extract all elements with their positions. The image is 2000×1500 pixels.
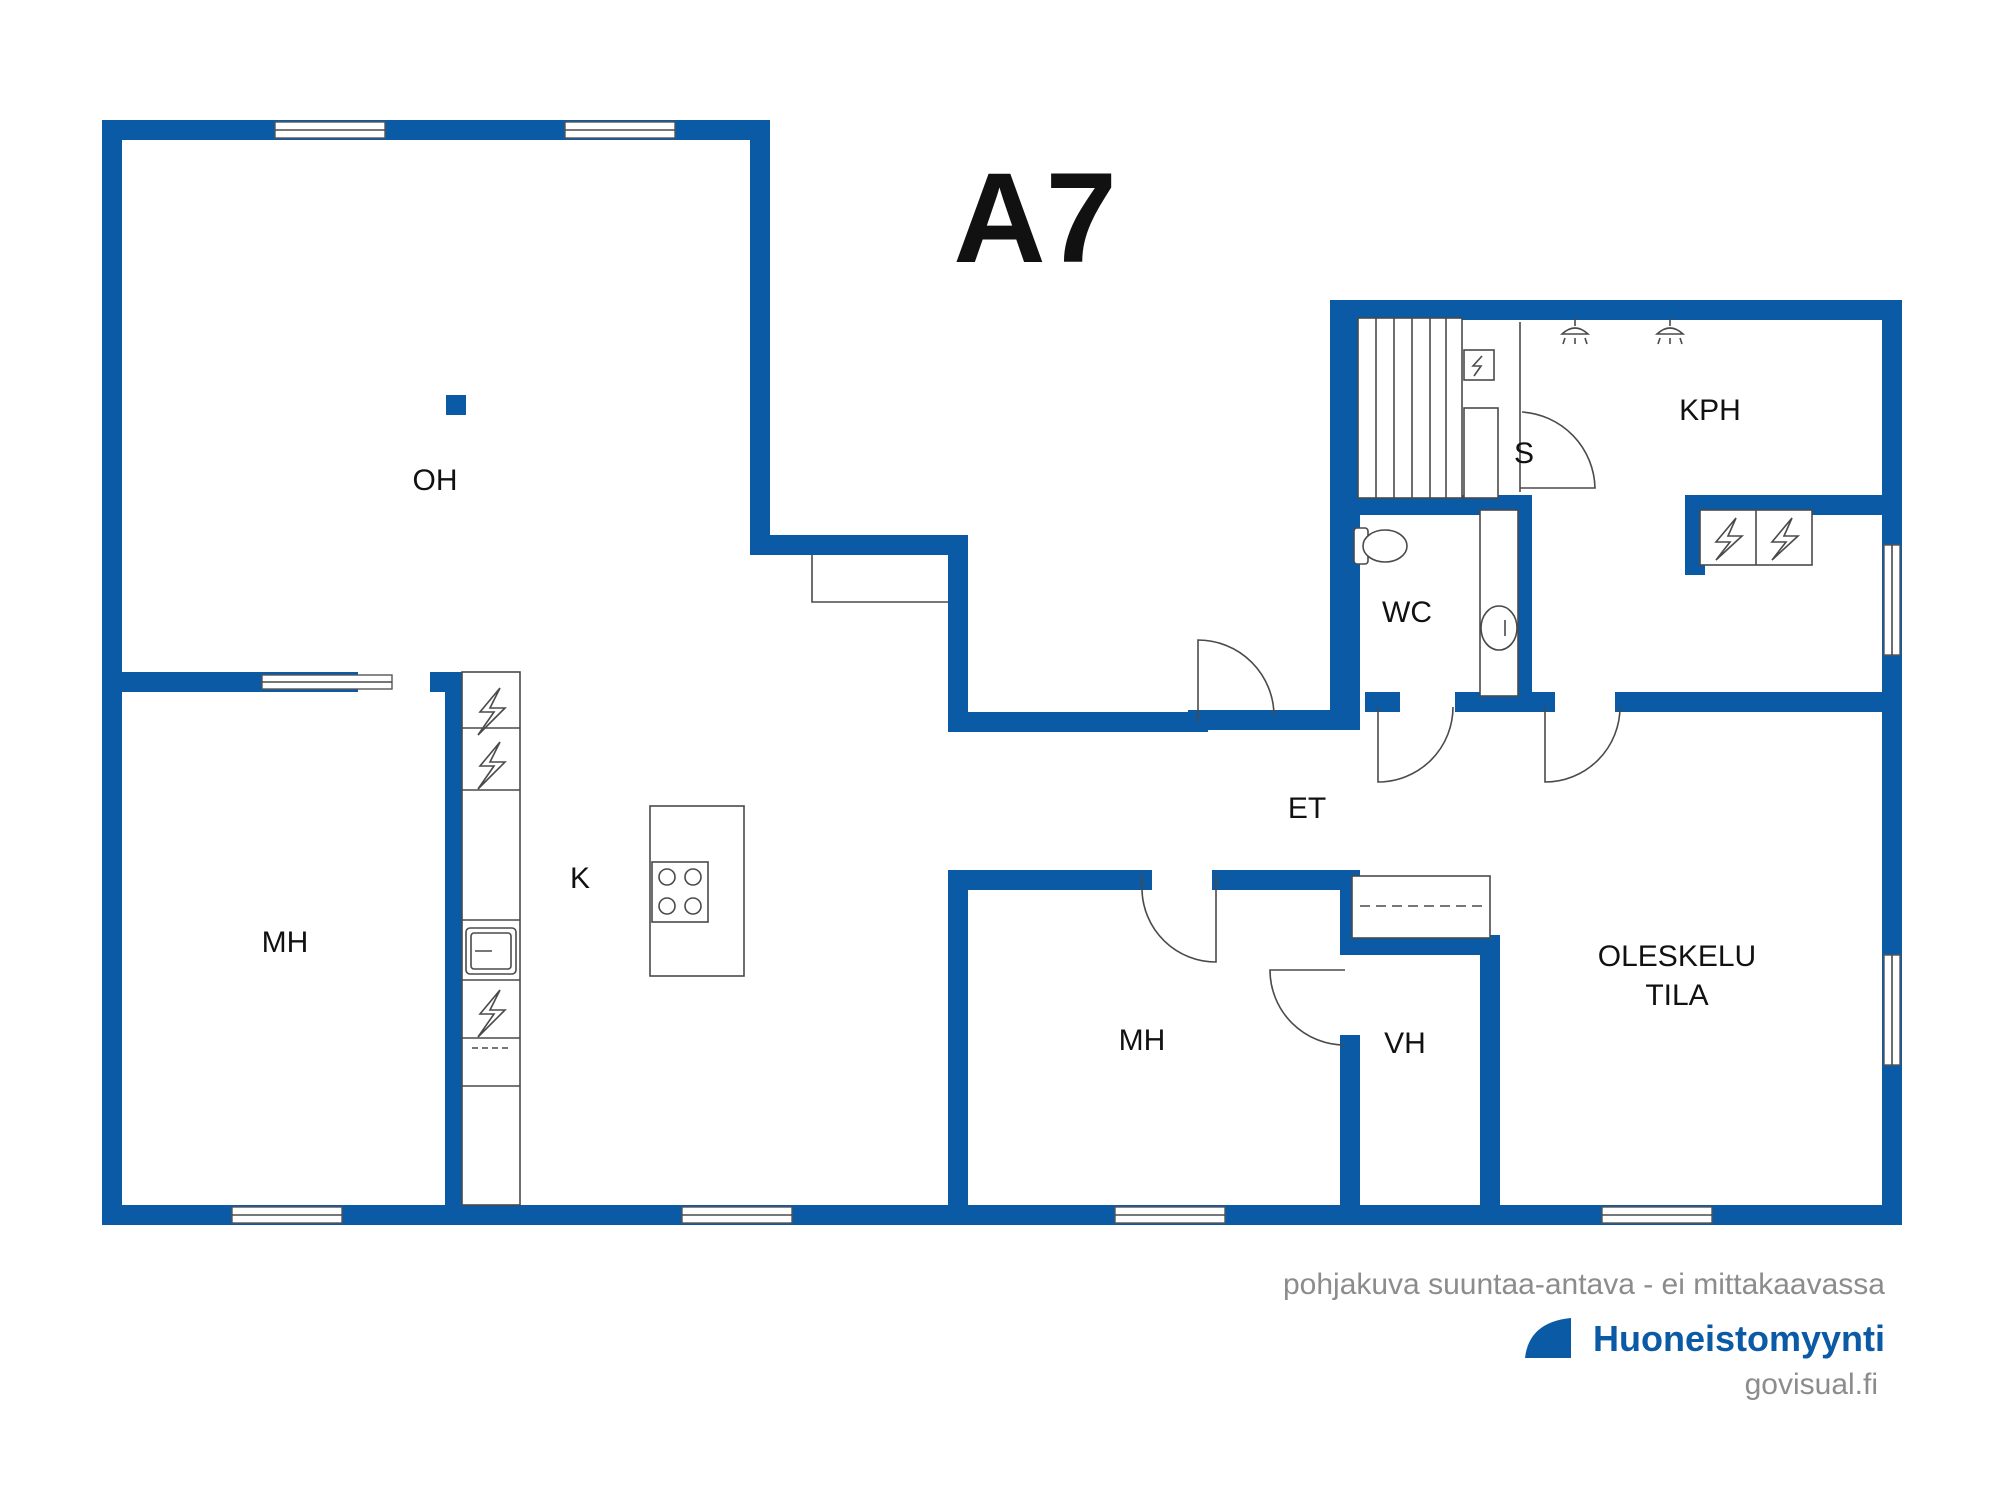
doors <box>1141 322 1621 1046</box>
disclaimer-note: pohjakuva suuntaa-antava - ei mittakaava… <box>1282 1268 1885 1301</box>
room-label-k: K <box>570 862 590 895</box>
closet <box>1351 875 1491 939</box>
stove-icon <box>651 861 709 923</box>
toilet-icon <box>1353 527 1408 565</box>
plan-title: A7 <box>953 147 1117 290</box>
room-label-wc: WC <box>1382 596 1432 629</box>
room-label-s: S <box>1514 437 1534 470</box>
door-swing-icon <box>1141 875 1217 963</box>
fixtures <box>446 317 1813 1206</box>
brand-logo-icon <box>1525 1318 1571 1358</box>
appliance-icon <box>477 741 507 790</box>
door-swing-icon <box>1377 706 1454 783</box>
room-label-oh: OH <box>413 464 458 497</box>
appliance-icon <box>477 989 507 1038</box>
sink-icon <box>1480 605 1518 651</box>
door-swing-icon <box>1269 969 1346 1046</box>
brand-name: Huoneistomyynti <box>1592 1318 1885 1359</box>
sauna-stove <box>1463 349 1495 381</box>
wc-counter <box>1479 509 1519 697</box>
room-label-kph: KPH <box>1679 394 1741 427</box>
room-label-tila: TILA <box>1645 979 1708 1012</box>
room-label-mh-mid: MH <box>1119 1024 1166 1057</box>
door-swing-icon <box>1197 639 1275 722</box>
door-swing-icon <box>1544 706 1621 783</box>
room-label-vh: VH <box>1384 1027 1426 1060</box>
door-swing-icon <box>1520 411 1596 489</box>
room-label-mh-left: MH <box>262 926 309 959</box>
shower-icon <box>1654 318 1686 345</box>
walls <box>102 120 1902 1225</box>
room-label-oleskelu: OLESKELU <box>1598 940 1756 973</box>
brand-site: govisual.fi <box>1744 1368 1878 1401</box>
windows <box>231 121 1901 1224</box>
labels: A7 OH K MH ET MH VH OLESKELU TILA WC KPH… <box>262 147 1757 1060</box>
appliance-icon <box>477 687 507 736</box>
room-label-et: ET <box>1288 792 1326 825</box>
shower-icon <box>1559 318 1591 345</box>
column <box>446 395 466 415</box>
